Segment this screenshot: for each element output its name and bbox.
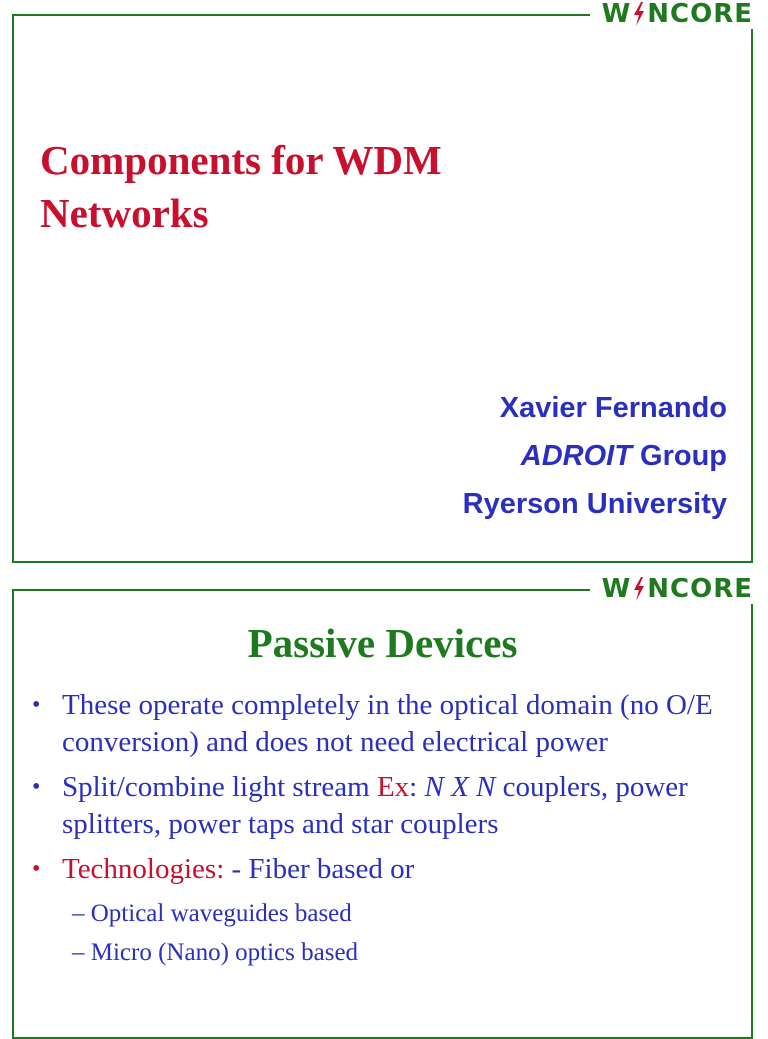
sub-bullet-list: – Optical waveguides based – Micro (Nano… xyxy=(62,894,735,972)
logo-text-ncore: NCORE xyxy=(647,574,753,604)
lightning-bolt-icon xyxy=(634,2,645,26)
bullet-technologies: Technologies: - Fiber based or – Optical… xyxy=(30,851,735,972)
group-name-italic: ADROIT xyxy=(520,440,632,472)
wincore-logo: W NCORE xyxy=(589,574,755,604)
wincore-logo: W NCORE xyxy=(589,0,755,29)
author-group: ADROIT Group xyxy=(463,432,727,480)
bullet-optical-domain: These operate completely in the optical … xyxy=(30,687,735,761)
author-university: Ryerson University xyxy=(462,488,727,520)
technologies-text: - Fiber based or xyxy=(224,853,415,885)
bullet-split-combine: Split/combine light stream Ex: N X N cou… xyxy=(30,769,735,843)
logo-text-w: W xyxy=(601,0,632,29)
sub-bullet-waveguides: – Optical waveguides based xyxy=(72,900,352,927)
passive-devices-slide: W NCORE Passive Devices These operate co… xyxy=(12,574,755,1039)
slide-title: Passive Devices xyxy=(247,620,518,666)
n-variable: N xyxy=(476,771,496,803)
logo-text-ncore: NCORE xyxy=(647,0,753,29)
bullet-text-rest: couplers, power splitters, power taps an… xyxy=(62,771,688,840)
bullet-text-pre: Split/combine light stream xyxy=(62,771,377,803)
logo-text-w: W xyxy=(601,574,632,604)
example-label: Ex xyxy=(376,771,410,803)
bullet-text: These operate completely in the optical … xyxy=(62,689,713,758)
n-variable: N xyxy=(424,771,444,803)
author-name: Xavier Fernando xyxy=(499,392,727,424)
author-block: Xavier Fernando ADROIT Group Ryerson Uni… xyxy=(463,384,727,528)
lightning-bolt-icon xyxy=(634,577,645,601)
example-colon: : xyxy=(409,771,425,803)
x-operator: X xyxy=(443,771,477,803)
sub-bullet-micro-optics: – Micro (Nano) optics based xyxy=(72,939,359,966)
bullet-list: These operate completely in the optical … xyxy=(30,687,735,980)
technologies-label: Technologies: xyxy=(62,853,225,885)
group-suffix: Group xyxy=(631,440,727,472)
slide-title: Components for WDM Networks xyxy=(40,137,442,236)
title-slide: W NCORE Components for WDM Networks Xavi… xyxy=(12,0,755,563)
